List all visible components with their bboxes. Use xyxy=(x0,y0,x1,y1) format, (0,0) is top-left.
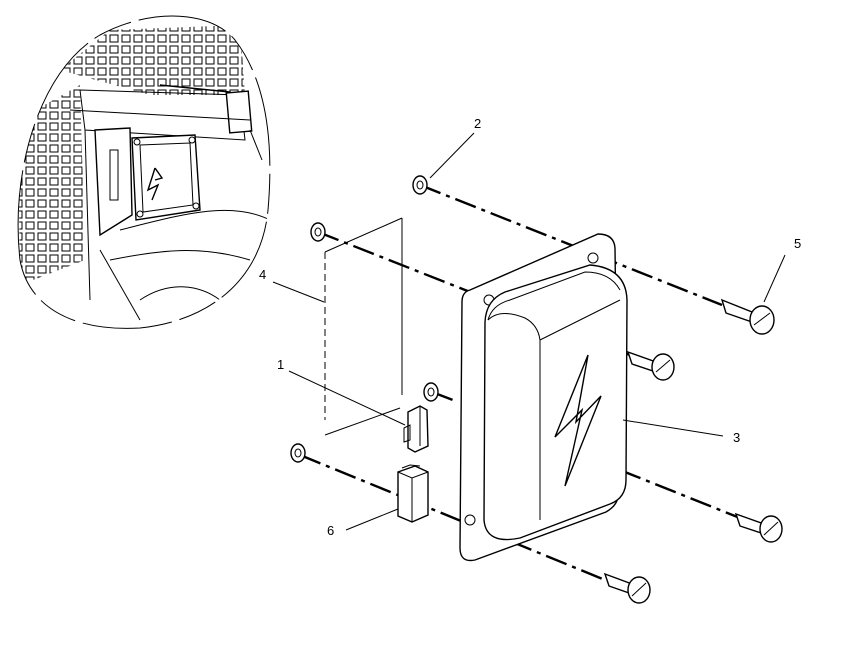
gasket-part xyxy=(324,217,403,436)
callout-1: 1 xyxy=(277,357,284,372)
callout-2: 2 xyxy=(474,116,481,131)
screw-part xyxy=(603,298,783,604)
enclosure-box-part xyxy=(459,233,628,562)
washer-part xyxy=(290,175,439,463)
connector-part xyxy=(403,405,429,453)
callout-3: 3 xyxy=(733,430,740,445)
callout-5: 5 xyxy=(794,236,801,251)
inset-box xyxy=(131,134,201,221)
callout-6: 6 xyxy=(327,523,334,538)
leader-lines xyxy=(272,132,786,531)
callout-4: 4 xyxy=(259,267,266,282)
location-inset-view xyxy=(17,15,271,329)
socket-part xyxy=(397,464,429,523)
